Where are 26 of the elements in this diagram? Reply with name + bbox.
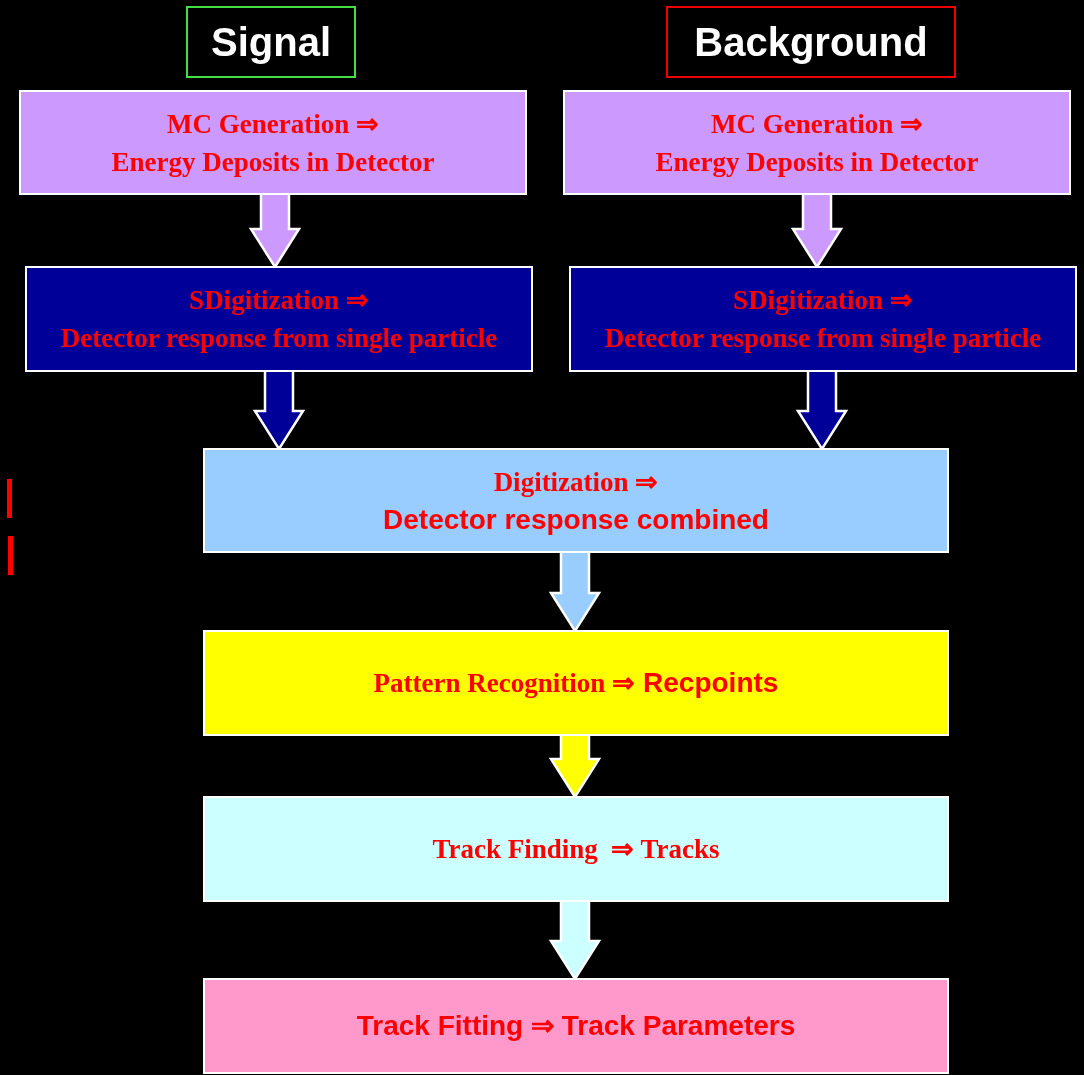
step-text: Detector response from single particle — [60, 322, 498, 355]
step-text: MC Generation ⇒ — [167, 107, 379, 141]
column-heading-box — [186, 6, 356, 78]
process-box — [203, 630, 949, 736]
step-text: SDigitization ⇒ — [733, 284, 913, 317]
heading-text: Background — [694, 19, 928, 66]
step-text: Pattern Recognition ⇒ — [373, 667, 636, 700]
step-text: Recpoints — [643, 666, 779, 700]
column-heading-box — [666, 6, 956, 78]
step-text: Track Finding ⇒ Tracks — [432, 833, 720, 866]
step-text: Energy Deposits in Detector — [111, 145, 435, 179]
step-text: Detector response combined — [383, 502, 769, 537]
process-box — [203, 448, 949, 553]
process-box — [203, 796, 949, 902]
heading-text: Signal — [211, 19, 331, 66]
process-box — [569, 266, 1077, 372]
process-box — [203, 978, 949, 1074]
step-text: SDigitization ⇒ — [189, 284, 369, 317]
process-box — [563, 90, 1071, 195]
step-text: Energy Deposits in Detector — [655, 145, 979, 179]
process-box — [19, 90, 527, 195]
step-text: Track Fitting ⇒ Track Parameters — [356, 1009, 796, 1043]
step-text: Detector response from single particle — [604, 322, 1042, 355]
step-text: Digitization ⇒ — [493, 465, 659, 499]
step-text: MC Generation ⇒ — [711, 107, 923, 141]
process-box — [25, 266, 533, 372]
